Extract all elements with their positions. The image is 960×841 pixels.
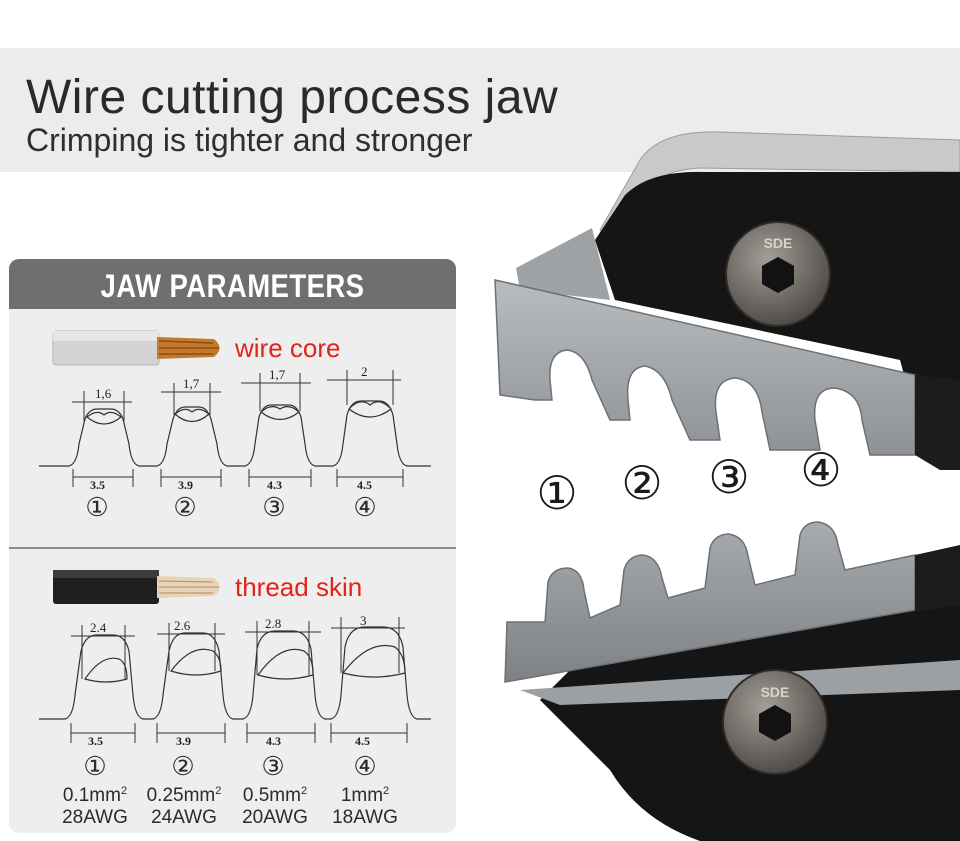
core-bottom-dim-4: 4.5 bbox=[357, 478, 372, 492]
skin-number-1: ① bbox=[83, 751, 107, 781]
page-title: Wire cutting process jaw bbox=[26, 71, 559, 124]
spec-1: 0.1mm2 28AWG bbox=[50, 780, 140, 829]
skin-bottom-dim-2: 3.9 bbox=[176, 734, 191, 748]
skin-bottom-dim-4: 4.5 bbox=[355, 734, 370, 748]
skin-number-4: ④ bbox=[353, 751, 377, 781]
core-number-3: ③ bbox=[262, 492, 286, 522]
skin-top-dim-1: 2.4 bbox=[90, 620, 107, 635]
wire-core-label: wire core bbox=[235, 333, 341, 363]
spec-4: 1mm2 18AWG bbox=[320, 780, 410, 829]
spec-2: 0.25mm2 24AWG bbox=[139, 780, 229, 829]
spec-4-exp: 2 bbox=[383, 785, 390, 797]
spec-3-exp: 2 bbox=[300, 785, 308, 797]
skin-top-dim-3: 2.8 bbox=[265, 616, 281, 631]
spec-4-area: 1mm bbox=[340, 785, 384, 806]
upper-screw-text: SDE bbox=[764, 235, 793, 251]
skin-top-dim-2: 2.6 bbox=[174, 618, 191, 633]
core-top-dim-1: 1,6 bbox=[95, 386, 112, 401]
panel-title: JAW PARAMETERS bbox=[100, 268, 365, 304]
wire-core-graphic bbox=[52, 330, 220, 366]
core-bottom-dim-2: 3.9 bbox=[178, 478, 193, 492]
core-top-dim-4: 2 bbox=[361, 364, 368, 379]
spec-3-awg: 20AWG bbox=[242, 807, 308, 828]
jaw-parameters-panel: JAW PARAMETERS bbox=[9, 259, 456, 833]
spec-1-awg: 28AWG bbox=[62, 807, 128, 828]
lower-jaw-teeth bbox=[504, 521, 916, 683]
core-top-dim-2: 1,7 bbox=[183, 376, 200, 391]
spec-4-awg: 18AWG bbox=[332, 807, 398, 828]
core-number-2: ② bbox=[173, 492, 197, 522]
thread-skin-label: thread skin bbox=[235, 572, 363, 602]
jaw-number-1: ① bbox=[536, 467, 578, 519]
jaw-number-3: ③ bbox=[708, 451, 750, 503]
core-bottom-dim-1: 3.5 bbox=[90, 478, 105, 492]
core-number-4: ④ bbox=[353, 492, 377, 522]
skin-bottom-dim-3: 4.3 bbox=[266, 734, 281, 748]
spec-2-area: 0.25mm bbox=[146, 785, 216, 806]
panel-divider bbox=[9, 547, 456, 549]
skin-number-2: ② bbox=[171, 751, 195, 781]
spec-1-area: 0.1mm bbox=[62, 785, 121, 806]
skin-number-3: ③ bbox=[261, 751, 285, 781]
panel-header: JAW PARAMETERS bbox=[9, 259, 456, 309]
thread-skin-graphic bbox=[53, 570, 220, 604]
spec-1-exp: 2 bbox=[120, 785, 128, 797]
skin-top-dim-4: 3 bbox=[360, 613, 367, 628]
page-subtitle: Crimping is tighter and stronger bbox=[26, 122, 473, 158]
spec-3-area: 0.5mm bbox=[242, 785, 301, 806]
upper-jaw-teeth bbox=[494, 279, 916, 456]
jaw-dimension-drawings: 1,6 1,7 1,7 2 3.5 3.9 4.3 4.5 2.4 2.6 2.… bbox=[39, 330, 431, 748]
core-bottom-dim-3: 4.3 bbox=[267, 478, 282, 492]
spec-2-awg: 24AWG bbox=[151, 807, 217, 828]
spec-2-exp: 2 bbox=[215, 785, 222, 797]
core-top-dim-3: 1,7 bbox=[269, 367, 286, 382]
skin-bottom-dim-1: 3.5 bbox=[88, 734, 103, 748]
crimping-tool-illustration: SDE SDE bbox=[494, 131, 960, 841]
core-number-1: ① bbox=[85, 492, 109, 522]
jaw-number-2: ② bbox=[621, 457, 663, 509]
jaw-number-4: ④ bbox=[800, 444, 842, 496]
lower-screw-text: SDE bbox=[761, 684, 790, 700]
spec-3: 0.5mm2 20AWG bbox=[230, 780, 320, 829]
